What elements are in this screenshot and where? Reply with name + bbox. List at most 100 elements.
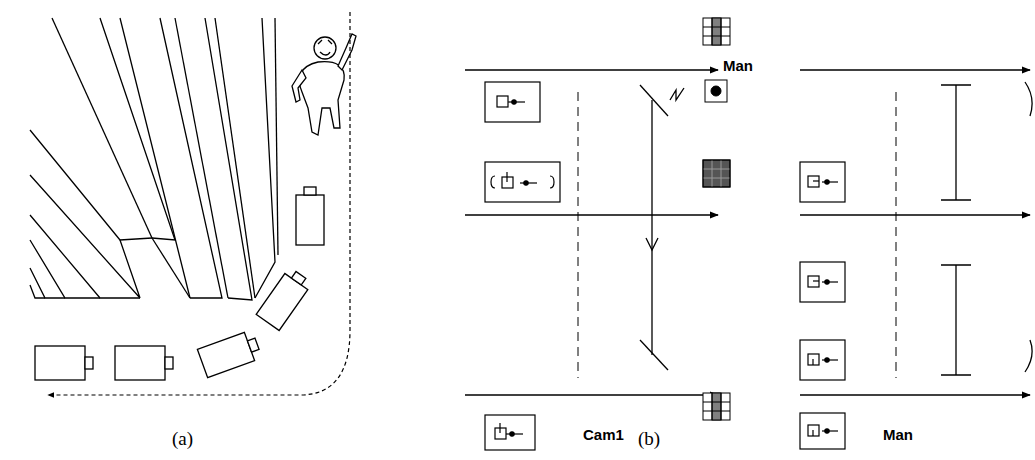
bars [205,18,252,300]
bars [30,240,100,298]
grid-icons [703,18,730,45]
camera-icon-boxes [499,423,500,433]
grid-icons [703,160,730,187]
bars [215,18,255,298]
cameras [256,267,312,331]
grid-icons [705,80,727,102]
cameras [197,332,254,377]
camera-icon-boxes [800,413,845,449]
panel-caption: (a) [172,428,193,450]
bars [30,175,140,298]
timeline-arrows [800,214,1030,216]
cameras [165,357,173,369]
cameras [115,346,173,380]
cameras [85,357,93,369]
camera-icon-boxes [825,358,829,362]
bars [275,18,278,255]
camera-icon-boxes [485,162,560,202]
cameras [35,346,93,380]
grid-icons [703,393,730,420]
grid-icons [712,18,721,45]
man-figure [318,40,332,55]
camera-icon-boxes [510,432,514,436]
grid-icons [703,393,730,420]
bars [30,268,65,298]
camera-icon-boxes [485,82,540,122]
camera-icon-boxes [812,359,813,365]
man-figure [292,70,306,102]
camera-icon-boxes [497,96,508,107]
bars [152,238,190,298]
camera-icon-boxes [813,280,819,281]
bars [175,18,228,298]
bars [30,18,278,300]
panel-caption: (b) [638,428,660,450]
camera-icon-boxes [800,413,845,449]
grid-icons [703,18,730,45]
bars [30,130,152,240]
timeline-arrows [800,394,1030,396]
camera-icon-boxes [512,100,516,104]
grid-icons [703,18,730,45]
event-line [640,85,684,370]
camera-icon-boxes [491,176,554,188]
camera-icon-boxes [825,429,829,433]
camera-icon-boxes [825,180,829,184]
timeline-arrows [465,394,718,396]
brackets [941,265,971,375]
camera-icon-boxes [808,276,819,287]
camera-icon-boxes [485,82,540,122]
camera-icon-boxes [825,280,829,284]
grid-icons [703,160,730,187]
man-figure [299,62,344,135]
cameras [304,187,316,195]
camera-icon-boxes [812,430,813,436]
cameras [291,272,305,285]
man-figure [314,37,336,59]
camera-icon-boxes [485,415,535,450]
camera-icon-boxes [506,172,507,182]
camera-label: Cam1 [583,426,624,443]
grid-icons [712,393,721,420]
timeline-arrows [800,69,1030,71]
event-line [640,340,668,370]
event-line [646,238,658,250]
bars [30,215,140,298]
camera-icon-boxes [800,340,845,380]
camera-icon-boxes [524,181,528,185]
cameras [35,346,85,380]
grid-icons [703,393,730,420]
camera-icon-boxes [800,162,845,202]
cameras [296,187,324,245]
camera-icon-boxes [808,425,819,436]
camera-icon-boxes [813,180,819,181]
walking-path [48,12,350,395]
grid-icons [703,160,730,187]
bars [255,18,275,298]
event-line [670,88,684,100]
bars [30,285,45,298]
dashed-dividers [896,92,897,378]
cameras [197,330,262,378]
grid-icons [705,80,727,102]
camera-icon-boxes [485,82,845,450]
camera-icon-boxes [485,415,535,450]
camera-icon-boxes [808,354,819,365]
camera-icon-boxes [800,340,845,380]
brackets [941,85,971,200]
camera-icon-boxes [800,262,845,302]
actor-label: Man [883,426,913,443]
grid-icons [703,160,730,187]
timeline-arrows [465,69,718,71]
brackets [1025,340,1032,372]
bars [100,18,175,240]
dashed-dividers [578,92,896,378]
camera-icon-boxes [800,262,845,302]
grid-icons [703,18,730,420]
grid-icons [711,86,721,96]
man-figure [338,34,356,70]
cameras [296,195,324,245]
man-figure [292,34,356,135]
